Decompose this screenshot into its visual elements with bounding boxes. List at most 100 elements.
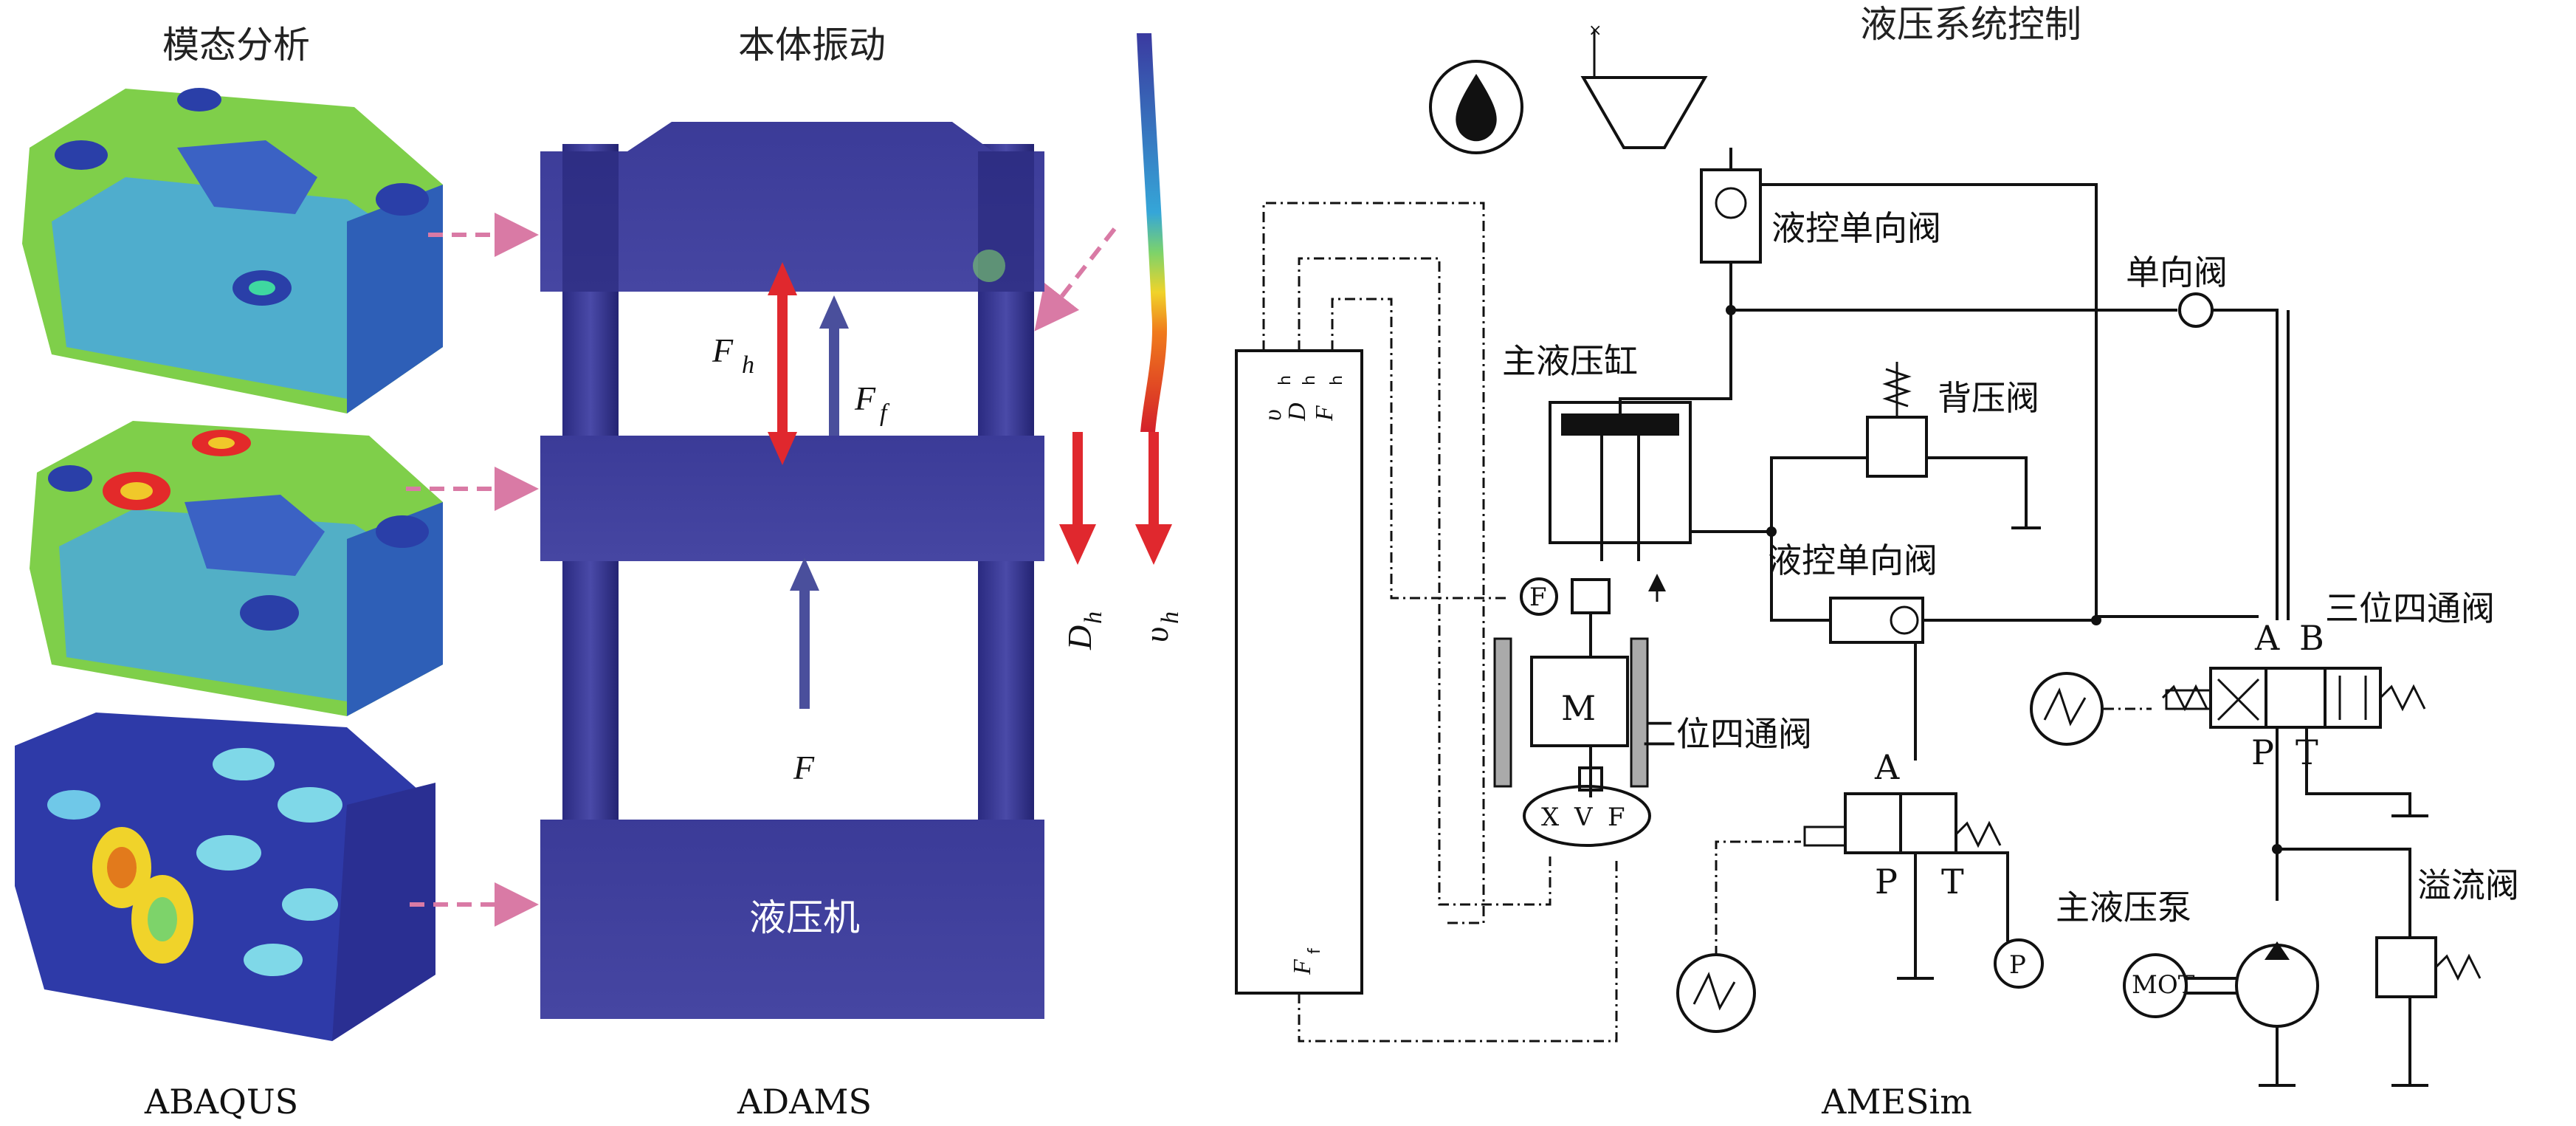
signal-source-left — [1676, 953, 1756, 1033]
signal-line-1 — [1262, 202, 1485, 924]
valve3-cross — [2217, 678, 2260, 721]
fea-model-1 — [22, 88, 443, 413]
label-Dh: D — [1061, 625, 1098, 650]
mass-block — [1530, 656, 1629, 747]
valve3-spring-left — [2161, 684, 2208, 712]
label-pilot-check-mid: 液控单向阀 — [1768, 540, 1938, 580]
label-pilot-check-top: 液控单向阀 — [1771, 208, 1941, 248]
iface-v: υ — [1259, 409, 1287, 421]
signal-wave-left — [1692, 972, 1736, 1011]
label-relief-valve: 溢流阀 — [2417, 865, 2519, 905]
pipe-back-left — [1770, 456, 1867, 622]
label-amesim: AMESim — [1821, 1082, 1972, 1122]
pilot-check-valve-top — [1700, 168, 1762, 264]
label-Dh-sub: h — [1080, 611, 1107, 624]
title-hydraulic-control: 液压系统控制 — [1860, 3, 2081, 46]
title-body-vibration: 本体振动 — [738, 24, 886, 66]
press-frame: 液压机 — [540, 122, 1044, 1019]
coupling-block — [1571, 578, 1611, 614]
label-two-pos-four-way: 二位四通阀 — [1642, 714, 1812, 754]
junction-4 — [2272, 844, 2282, 854]
junction-2 — [1766, 526, 1777, 537]
title-modal-analysis: 模态分析 — [162, 24, 310, 66]
junction-1 — [1726, 305, 1736, 315]
iface-F: F — [1311, 405, 1338, 422]
iface-F-sub: h — [1328, 375, 1346, 385]
signal-wave-right — [2043, 687, 2087, 727]
valve3-spring-right — [2379, 684, 2426, 712]
pipe-to-relief — [2277, 848, 2411, 938]
pump-triangle — [2265, 941, 2290, 960]
signal-line-3 — [1331, 298, 1506, 600]
label-Ff-sub: f — [880, 399, 890, 427]
label-vh: υ — [1137, 627, 1175, 642]
vel-vh-arrow — [1135, 432, 1172, 565]
junction-3 — [2091, 615, 2101, 625]
iface-Ff-sub: f — [1306, 947, 1324, 954]
iface-Ff: F — [1289, 958, 1316, 975]
fea-model-2 — [30, 421, 443, 716]
guide-right — [1630, 637, 1649, 788]
disp-Dh-arrow — [1059, 432, 1096, 565]
port-P-right: P — [2251, 732, 2274, 772]
force-sensor-label: F — [1529, 583, 1547, 612]
press-name: 液压机 — [749, 896, 860, 939]
link-arrow-4 — [1034, 227, 1117, 332]
port-T-left: T — [1941, 862, 1964, 902]
cylinder-piston — [1561, 413, 1679, 436]
label-vh-sub: h — [1157, 611, 1184, 624]
label-Fh-sub: h — [742, 351, 754, 379]
pipe-pump-tank — [2259, 1026, 2296, 1087]
port-A-right: A — [2254, 618, 2280, 658]
pipe-check-B — [2211, 309, 2279, 620]
force-F-arrow — [790, 557, 819, 709]
flexible-rod — [1137, 33, 1168, 432]
pilot-check-valve-mid — [1829, 597, 1924, 644]
pipe-back-tank — [1926, 456, 2041, 529]
oil-drop-icon — [1429, 60, 1523, 154]
valve3-straight — [2338, 676, 2367, 720]
xvf-block — [1523, 785, 1651, 847]
signal-line-5 — [1715, 840, 1801, 956]
motor-label: MOT — [2132, 970, 2195, 1000]
main-cylinder — [1549, 401, 1692, 544]
check-valve — [2178, 292, 2214, 328]
force-Ff-arrow — [819, 295, 849, 436]
relief-spring — [2434, 953, 2482, 981]
xvf-F: F — [1608, 803, 1625, 832]
force-sensor-icon — [1520, 577, 1558, 616]
check-ball-top — [1715, 187, 1747, 219]
signal-line-4 — [1298, 856, 1618, 1043]
valve2-spring — [1955, 820, 2002, 848]
port-A-left: A — [1874, 747, 1900, 787]
port-B-right: B — [2299, 618, 2324, 658]
force-Fh-arrow — [768, 262, 797, 465]
iface-D: D — [1284, 402, 1311, 422]
label-Ff: F — [854, 380, 876, 417]
pipe-valve3-T — [2305, 727, 2428, 817]
guide-left — [1493, 637, 1512, 788]
coupling-lower — [1578, 766, 1603, 792]
xvf-X: X — [1541, 803, 1560, 832]
relief-valve — [2375, 936, 2437, 998]
back-pressure-valve — [1866, 416, 1928, 478]
label-check-valve: 单向阀 — [2126, 253, 2228, 292]
label-main-cylinder: 主液压缸 — [1502, 341, 1638, 381]
valve3-actuator — [2165, 689, 2212, 710]
motor-shaft — [2186, 977, 2236, 995]
fea-model-3 — [15, 713, 435, 1041]
spring-back — [1882, 362, 1912, 417]
check-ball-mid — [1890, 605, 1919, 635]
signal-source-right — [2030, 672, 2104, 746]
pipe-relief-tank — [2391, 997, 2428, 1087]
pressure-gauge-icon — [1994, 938, 2044, 989]
xvf-V: V — [1574, 803, 1594, 832]
pipe-valve2-gauge — [1956, 851, 2009, 941]
iface-D-sub: h — [1301, 375, 1319, 385]
pipe-valve2-tank — [1897, 853, 1934, 980]
mass-label: M — [1561, 688, 1596, 728]
pipe-top-right — [1760, 183, 2259, 618]
oil-drop-shape — [1456, 74, 1497, 142]
label-abaqus: ABAQUS — [144, 1082, 298, 1122]
label-Fh: F — [712, 332, 734, 369]
